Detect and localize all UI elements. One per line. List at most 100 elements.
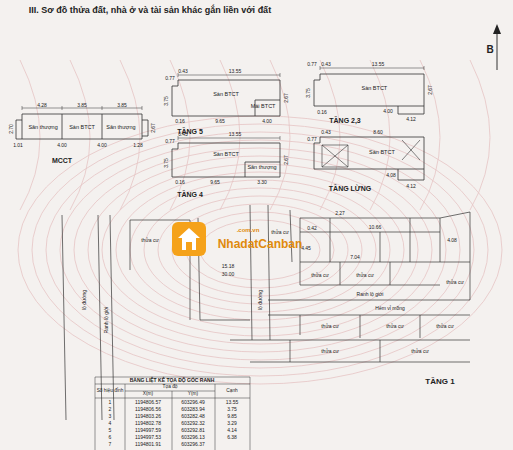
table-cell: 13.55 (226, 400, 239, 405)
table-cell: 4 (109, 421, 112, 426)
dimension-label: thửa cư (386, 324, 404, 329)
dimension-label: 30.00 (222, 272, 235, 277)
table-cell: 3 (109, 414, 112, 419)
floor-label: TẦNG 1 (425, 378, 454, 386)
dimension-label: Y(m) (188, 392, 198, 397)
table-cell: 2 (109, 407, 112, 412)
dimension-label: 3.75 (164, 96, 169, 106)
dimension-label: lộ đường (82, 290, 87, 310)
floor-label: TẦNG 4 (177, 191, 203, 198)
stamp-curve (120, 60, 140, 210)
stamp-ring (74, 148, 446, 352)
stamp-ring (18, 116, 502, 384)
dimension-label: 1.01 (13, 143, 23, 148)
dimension-label: 1.28 (133, 143, 143, 148)
stamp-ring (102, 164, 418, 336)
dimension-label: thửa cư (436, 324, 454, 329)
dimension-label: 3.30 (257, 180, 267, 185)
floor-plan: Sân thượngSàn BTCTSân thượng (22, 114, 142, 139)
dimension-label: thửa cư (141, 238, 159, 243)
dimension-label: 9.65 (210, 180, 220, 185)
stamp-curve (70, 60, 90, 210)
dimension-label: 2.27 (335, 211, 345, 216)
dimension-label: 4.28 (37, 103, 47, 108)
title: III. Sơ đồ thửa đất, nhà ở và tài sản kh… (29, 6, 271, 15)
north-arrow (493, 24, 501, 34)
dimension-label: 0.16 (317, 110, 327, 115)
dimension-label: 4.12 (406, 117, 416, 122)
stamp-ring (60, 140, 460, 360)
dimension-label: 4.08 (447, 238, 457, 243)
site-plan (62, 205, 470, 420)
dimension-label: 0.77 (307, 62, 317, 67)
table-cell: 603292.32 (181, 421, 205, 426)
stamp-ring (116, 172, 404, 328)
floor-plan: Sàn BTCTMái BTCT (172, 80, 280, 116)
plan-lines (16, 28, 497, 180)
table-cell: 1 (109, 400, 112, 405)
table-cell: 7 (109, 442, 112, 447)
dimension-label: 0.16 (175, 119, 185, 124)
stamp-ring (88, 156, 432, 344)
dimension-label: 9.65 (215, 119, 225, 124)
table-cell: 1194997.53 (135, 435, 161, 440)
room-label: Sàn BTCT (369, 150, 395, 156)
dimension-label: 3.85 (117, 103, 127, 108)
floor-label: BẢNG LIỆT KÊ TỌA ĐỘ GÓC RANH (130, 378, 215, 383)
dimension-label: 2.67 (284, 155, 289, 165)
dimension-label: 8.60 (373, 130, 383, 135)
room-label: Sân thượng (106, 125, 135, 131)
dimension-label: thửa cư (321, 324, 339, 329)
table-cell: 1194806.57 (135, 400, 161, 405)
table-cell: 603292.81 (181, 428, 205, 433)
dimension-label: 4.00 (57, 143, 67, 148)
floor-plan: Sàn BTCT (314, 74, 424, 106)
table-cell: 6 (109, 435, 112, 440)
floor-label: TẦNG LỪNG (329, 185, 371, 192)
dimension-label: 7.04 (350, 255, 360, 260)
dimension-label: Tọa độ (163, 385, 178, 390)
floor-label: MCCT (52, 157, 72, 164)
dimension-label: thửa cư (271, 230, 289, 235)
dimension-label: Ranh lộ giới (104, 307, 109, 334)
dimension-label: 2.67 (428, 85, 433, 95)
room-label: Sàn BTCT (213, 92, 239, 98)
table-cell: 1194803.26 (135, 414, 161, 419)
floor-plan: Sàn BTCTSân thượng (172, 143, 280, 177)
coordinate-table (95, 377, 250, 450)
stamp-ring (158, 196, 362, 304)
dimension-label: 0.77 (165, 139, 175, 144)
dimension-label: 0.77 (165, 76, 175, 81)
dimension-label: 3.75 (164, 158, 169, 168)
dimension-label: 10.66 (369, 225, 382, 230)
dimension-label: 0.43 (321, 62, 331, 67)
dimension-label: 4.08 (386, 173, 396, 178)
table-cell: 3.29 (227, 421, 237, 426)
dimension-label: 0.43 (321, 130, 331, 135)
dimension-label: 0.43 (178, 132, 188, 137)
dimension-label: 4.00 (383, 109, 393, 114)
dimension-label: 2.67 (151, 123, 156, 133)
stamp-ring (46, 132, 474, 368)
dimension-label: 13.55 (229, 69, 242, 74)
dimension-label: Hẻm vỉ mồng (375, 306, 404, 311)
floor-plan: Sàn BTCT (314, 137, 424, 169)
dimension-label: 0.42 (307, 226, 317, 231)
stamp-curve (370, 60, 390, 210)
dimension-label: 0.77 (307, 137, 317, 142)
dimension-label: thửa cư (356, 273, 374, 278)
room-label: Sân thượng (247, 165, 276, 171)
north-mark: B (486, 45, 493, 55)
stamp-curve (470, 60, 490, 210)
table-cell: 603282.48 (181, 414, 205, 419)
room-label: Sân thượng (28, 125, 57, 131)
table-cell: 1194997.59 (135, 428, 161, 433)
dimension-label: Cạnh (226, 389, 237, 394)
table-cell: 603296.37 (181, 442, 205, 447)
dimension-label: 0.43 (178, 69, 188, 74)
dimension-label: 13.55 (229, 132, 242, 137)
dimension-label: 13.55 (372, 62, 385, 67)
dimension-label: X(m) (143, 392, 153, 397)
stamp-ring (130, 180, 390, 320)
stamp-ring (144, 188, 376, 312)
